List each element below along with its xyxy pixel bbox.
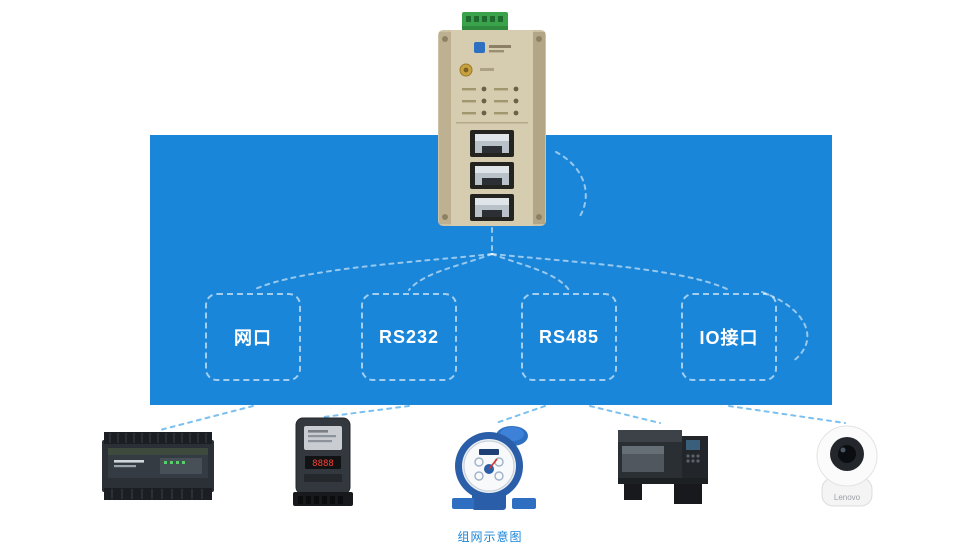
plc-image (100, 430, 216, 507)
ethernet-ports-icon (470, 130, 514, 221)
router-image (432, 12, 552, 233)
port-box-lan: 网口 (205, 293, 301, 381)
port-label-rs232: RS232 (378, 326, 440, 347)
meter-display: 8888 (312, 459, 334, 469)
cnc-machine-image (616, 422, 710, 513)
energy-meter-image: 8888 (292, 416, 354, 513)
water-meter-image (450, 422, 538, 527)
port-label-rs485: RS485 (538, 326, 600, 347)
port-label-io: IO接口 (699, 328, 759, 348)
diagram-caption: 组网示意图 (457, 530, 523, 544)
led-panel-icon (462, 86, 519, 116)
port-label-lan: 网口 (234, 328, 272, 348)
camera-image: Lenovo (810, 422, 884, 519)
port-box-io: IO接口 (681, 293, 777, 381)
camera-brand-label: Lenovo (834, 493, 861, 502)
router-logo-icon (474, 42, 485, 53)
port-box-rs232: RS232 (361, 293, 457, 381)
port-box-rs485: RS485 (521, 293, 617, 381)
